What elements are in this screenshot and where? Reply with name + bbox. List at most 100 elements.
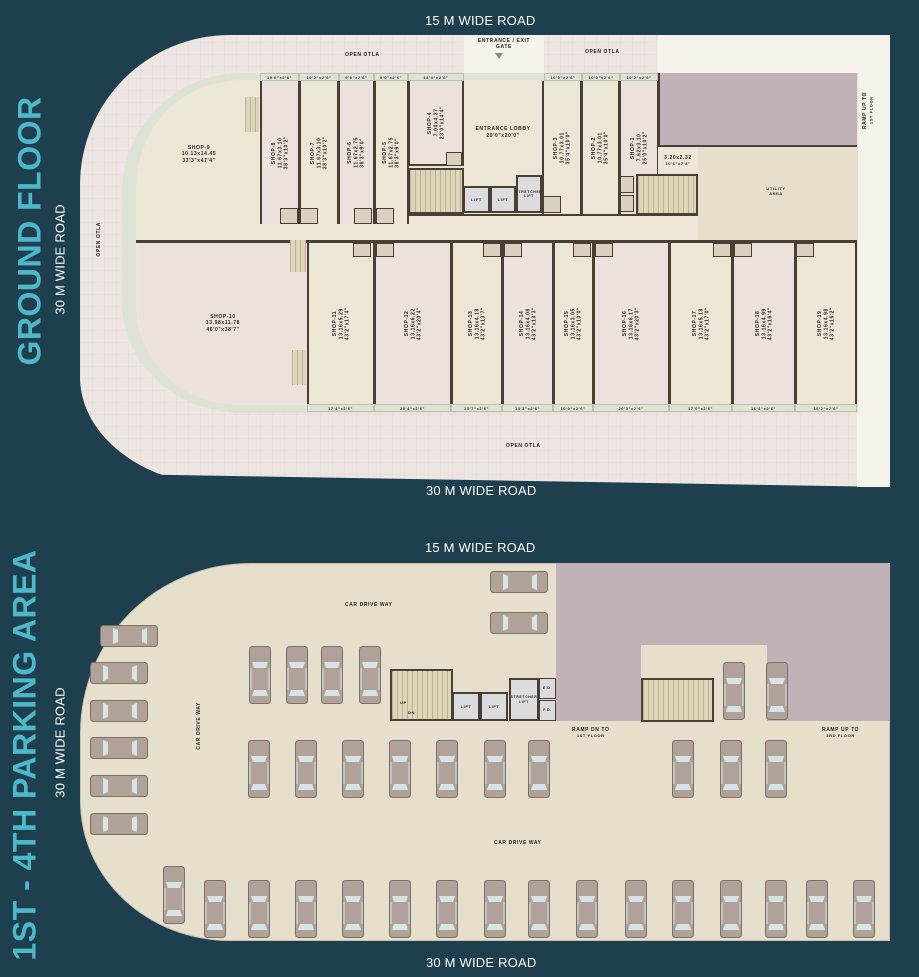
car-parking-space xyxy=(163,866,185,924)
staircase xyxy=(292,350,306,385)
duct-label: F.D. xyxy=(543,708,552,713)
shop-size-m: 13.16x4.99 xyxy=(760,307,767,340)
dimension-label: 9'0"x2'6" xyxy=(374,73,408,81)
stair-up-label: UP xyxy=(400,700,407,705)
car-parking-space xyxy=(576,880,598,938)
toilet xyxy=(734,243,752,257)
car-parking-space xyxy=(90,813,148,835)
shop-size-ft: 43'2"x17'0" xyxy=(704,306,711,341)
dimension-label: 16'2"x2'6" xyxy=(795,404,857,412)
shop-size-m: 13.16x6.17 xyxy=(628,307,635,340)
ramp-up-text: RAMP UP TO xyxy=(822,727,860,733)
entrance-lobby-size: 20'0"x20'0" xyxy=(486,132,520,139)
shop-size-ft: 38'3"x10'2" xyxy=(283,135,290,170)
shop-name: SHOP-7 xyxy=(309,141,316,164)
car-parking-space xyxy=(490,571,548,593)
dimension-label: 13'7"x2'6" xyxy=(451,404,502,412)
ramp-up-area xyxy=(658,73,857,147)
shop-size-ft: 43'2"x13'7" xyxy=(480,306,487,341)
toilet xyxy=(595,243,613,257)
car-parking-space xyxy=(90,700,148,722)
car-parking-space xyxy=(286,646,308,704)
car-parking-space xyxy=(720,880,742,938)
shop-size-ft: 38'3"x9'0" xyxy=(394,137,401,168)
open-otla-label: OPEN OTLA xyxy=(345,52,380,58)
shop-size-m: 11.67x3.10 xyxy=(276,137,283,168)
car-parking-space xyxy=(100,625,158,647)
toilet xyxy=(300,208,318,224)
car-parking-space xyxy=(806,880,828,938)
car-parking-space xyxy=(723,662,745,720)
corridor-wall xyxy=(408,214,698,216)
car-parking-space xyxy=(248,740,270,798)
shop-size-ft: 33'3"x47'4" xyxy=(182,157,216,164)
shop-size-ft: 43'2"x16'4" xyxy=(767,306,774,341)
shop-size-m: 13.16x6.22 xyxy=(409,307,416,340)
toilet xyxy=(376,243,394,257)
stair-down-label: DN xyxy=(408,710,415,715)
car-parking-space xyxy=(321,646,343,704)
dimension-label: 10'0"x2'6" xyxy=(260,73,299,81)
shop-name: SHOP-2 xyxy=(591,136,598,159)
top-dimension-strip: 10'0"x2'6" 10'2"x2'6" 9'0"x2'6" 9'0"x2'6… xyxy=(260,73,658,81)
parking-left-road-label: 30 M WIDE ROAD xyxy=(52,687,68,798)
open-otla-label: OPEN OTLA xyxy=(96,222,102,257)
car-parking-space xyxy=(90,775,148,797)
parking-title: 1ST - 4TH PARKING AREA xyxy=(6,549,43,961)
toilet xyxy=(504,243,522,257)
car-parking-space xyxy=(490,612,548,634)
dimension-label: 16'4"x2'6" xyxy=(732,404,795,412)
lift-1: LIFT xyxy=(463,186,490,213)
ground-floor-top-road-label: 15 M WIDE ROAD xyxy=(425,13,536,28)
shop-name: SHOP-19 xyxy=(816,310,823,337)
shop-size-m: 13.16x5.18 xyxy=(697,307,704,340)
car-parking-space xyxy=(672,880,694,938)
dimension-label: 14'4"x2'6" xyxy=(408,73,464,81)
car-parking-space xyxy=(625,880,647,938)
ground-floor-title: GROUND FLOOR xyxy=(11,96,48,366)
car-parking-space xyxy=(90,737,148,759)
shop-10[interactable]: SHOP-10 13.98x11.78 46'0"x38'7" xyxy=(138,243,310,404)
entrance-gate-label: ENTRANCE / EXIT GATE xyxy=(477,38,531,51)
shop-size-m: 11.67x2.75 xyxy=(353,137,360,168)
stretcher-lift: STRETCHER LIFT xyxy=(509,678,539,721)
toilet xyxy=(353,243,371,257)
shop-size-m: 7.62x3.10 xyxy=(635,133,642,162)
ramp-up-subtext: 3RD FLOOR xyxy=(826,733,855,739)
lift-1: LIFT xyxy=(452,692,480,721)
shop-size-ft: 43'2"x20'4" xyxy=(416,306,423,341)
shop-size-ft: 35'4"x10'0" xyxy=(565,130,572,165)
duct-label: E.D. xyxy=(542,686,553,691)
utility-room: 3.20x2.32 10'6"x7'8" xyxy=(658,146,700,174)
car-parking-space xyxy=(249,646,271,704)
ground-floor-left-road-label: 30 M WIDE ROAD xyxy=(52,204,68,315)
car-parking-space xyxy=(342,880,364,938)
stretcher-lift: STRETCHER LIFT xyxy=(516,175,542,213)
toilet xyxy=(543,196,561,213)
toilet xyxy=(376,208,394,224)
staircase xyxy=(636,174,698,215)
shop-size-ft: 43'2"x20'3" xyxy=(634,306,641,341)
entrance-lobby[interactable]: ENTRANCE LOBBY 20'0"x20'0" xyxy=(464,81,542,184)
shop-size-m: 13.16x5.29 xyxy=(337,307,344,340)
shop-size-m: 10.77x3.01 xyxy=(558,131,565,164)
top-right-open-area xyxy=(658,35,890,73)
dimension-label: 10'2"x2'6" xyxy=(620,73,658,81)
shop-name: SHOP-1 xyxy=(629,136,636,159)
